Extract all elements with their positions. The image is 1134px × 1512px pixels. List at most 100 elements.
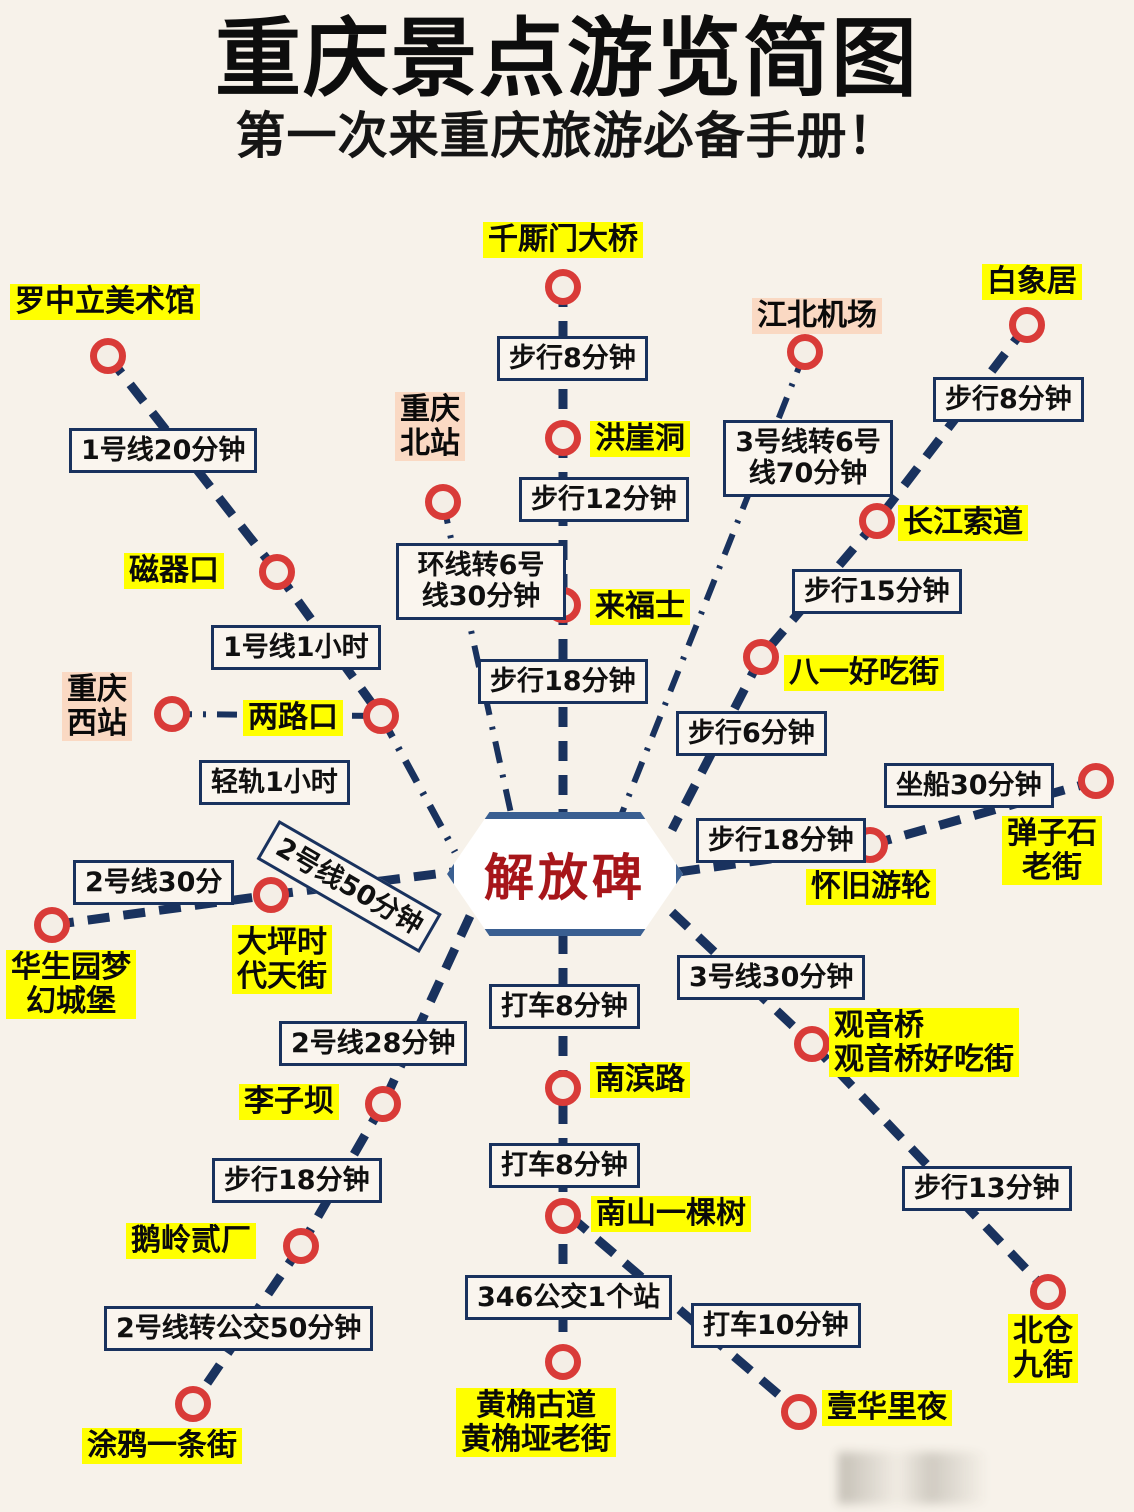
place-label-changjiang[interactable]: 长江索道 [898,505,1028,541]
title-block: 重庆景点游览简图 第一次来重庆旅游必备手册！ [0,14,1134,163]
place-label-yihuali[interactable]: 壹华里夜 [822,1390,952,1426]
place-label-huashengyuan-line1: 华生园梦 [11,950,131,985]
hub-jiefangbei[interactable]: 解放碑 [447,812,683,936]
line-bayi-hub [667,654,766,833]
place-label-jiangbei[interactable]: 江北机场 [752,298,882,334]
station-node-guanyinqiao[interactable] [794,1026,830,1062]
edge-label-liziba-hub: 2号线28分钟 [279,1021,468,1067]
place-label-huashengyuan-line2: 幻城堡 [11,984,131,1019]
place-label-daping[interactable]: 大坪时 代天街 [232,925,332,995]
place-label-luozhongli[interactable]: 罗中立美术馆 [10,284,200,320]
place-label-danzishi-line2: 老街 [1007,850,1097,885]
station-node-beizhan[interactable] [425,484,461,520]
line-baixiangju-changjiang [873,322,1031,524]
edge-label-raffles-hub: 步行18分钟 [478,659,648,705]
edge-label-jiangbei-hub: 3号线转6号 线70分钟 [723,420,893,497]
place-label-daping-line1: 大坪时 [237,925,327,960]
place-label-baixiangju[interactable]: 白象居 [982,264,1082,300]
station-node-nanshan[interactable] [545,1198,581,1234]
place-label-nanbinlu[interactable]: 南滨路 [590,1062,690,1098]
edge-label-baixiangju-changjiang: 步行8分钟 [933,377,1084,423]
edge-label-eling-liziba: 步行18分钟 [212,1158,382,1204]
station-node-huangjue[interactable] [545,1344,581,1380]
edge-label-hongyadong-raffles: 步行12分钟 [519,477,689,523]
edge-label-nanbinlu-nanshan: 打车8分钟 [489,1143,640,1189]
place-label-raffles[interactable]: 来福士 [590,589,690,625]
edge-label-beizhan-hub: 环线转6号 线30分钟 [396,543,566,620]
edge-label-nanshan-yihuali: 打车10分钟 [691,1303,861,1349]
edge-label-nanshan-huangjue: 346公交1个站 [465,1275,673,1321]
station-node-ciqikou[interactable] [259,554,295,590]
station-node-jiangbei[interactable] [787,334,823,370]
edge-label-huasheng-daping: 2号线30分 [73,860,235,906]
station-node-elingerchang[interactable] [283,1228,319,1264]
station-node-luozhongli[interactable] [90,338,126,374]
place-label-guanyinqiao-line1: 观音桥 [834,1009,1014,1043]
hub-label: 解放碑 [484,848,646,907]
place-label-guanyinqiao[interactable]: 观音桥 观音桥好吃街 [829,1008,1019,1078]
place-label-lianglukou[interactable]: 两路口 [243,700,343,736]
place-label-danzishi[interactable]: 弹子石 老街 [1002,816,1102,886]
place-label-beizhan-line2: 北站 [400,425,460,461]
edge-label-beizhan-hub-line1: 环线转6号 [417,550,545,581]
station-node-tuya[interactable] [175,1386,211,1422]
place-label-beizhan-line1: 重庆 [400,392,460,427]
place-label-huangjue-line2: 黄桷垭老街 [461,1421,611,1457]
edge-label-huaijiu-hub: 步行18分钟 [696,818,866,864]
station-node-bayi[interactable] [743,639,779,675]
station-node-daping[interactable] [253,877,289,913]
place-label-huangjue[interactable]: 黄桷古道 黄桷垭老街 [456,1388,616,1458]
line-huaijiu-danzishi [868,776,1098,850]
edge-label-tuya-eling: 2号线转公交50分钟 [104,1306,374,1352]
edge-label-guanyinqiao-beicang: 步行13分钟 [902,1166,1072,1212]
place-label-qiansimen[interactable]: 千厮门大桥 [483,222,643,258]
place-label-hongyadong[interactable]: 洪崖洞 [590,421,690,457]
edge-label-jiangbei-hub-line1: 3号线转6号 [735,427,881,458]
place-label-beicang-line2: 九街 [1013,1347,1073,1383]
edge-label-xizhan-lianglukou: 轻轨1小时 [199,760,350,806]
edge-label-qiansimen-hongyadong: 步行8分钟 [497,336,648,382]
line-huasheng-daping [51,890,272,930]
station-node-xizhan[interactable] [154,696,190,732]
place-label-xizhan[interactable]: 重庆 西站 [62,672,132,742]
station-node-nanbinlu[interactable] [545,1070,581,1106]
station-node-danzishi[interactable] [1078,763,1114,799]
place-label-daping-line2: 代天街 [237,958,327,994]
station-node-huashengyuan[interactable] [34,907,70,943]
edge-label-beizhan-hub-line2: 线30分钟 [421,581,541,613]
line-eling-tuya [189,1243,305,1407]
place-label-nanshan[interactable]: 南山一棵树 [591,1196,751,1232]
place-label-xizhan-line1: 重庆 [67,672,127,707]
station-node-beicang[interactable] [1030,1274,1066,1310]
place-label-beicang-line1: 北仓 [1013,1314,1073,1349]
place-label-ciqikou[interactable]: 磁器口 [124,553,224,589]
station-node-liziba[interactable] [365,1086,401,1122]
place-label-xizhan-line2: 西站 [67,705,127,741]
station-node-changjiang[interactable] [859,503,895,539]
page-subtitle: 第一次来重庆旅游必备手册！ [235,107,899,166]
place-label-huashengyuan[interactable]: 华生园梦 幻城堡 [6,950,136,1020]
station-node-baixiangju[interactable] [1009,307,1045,343]
edge-label-hub-nanbinlu: 打车8分钟 [489,984,640,1030]
place-label-tuya[interactable]: 涂鸦一条街 [82,1428,242,1464]
place-label-bayi[interactable]: 八一好吃街 [784,655,944,691]
edge-label-luozhongli-ciqikou: 1号线20分钟 [69,428,258,474]
station-node-yihuali[interactable] [781,1394,817,1430]
place-label-danzishi-line1: 弹子石 [1007,816,1097,851]
place-label-guanyinqiao-line2: 观音桥好吃街 [834,1041,1014,1077]
edge-label-hub-guanyinqiao: 3号线30分钟 [677,955,866,1001]
station-node-qiansimen[interactable] [545,269,581,305]
place-label-huaijiu[interactable]: 怀旧游轮 [806,869,936,905]
line-luozhongli-ciqikou [104,353,281,575]
place-label-beicang[interactable]: 北仓 九街 [1008,1314,1078,1384]
station-node-hongyadong[interactable] [545,420,581,456]
place-label-liziba[interactable]: 李子坝 [239,1084,339,1120]
hub-hexagon-shape [447,812,683,936]
place-label-elingerchang[interactable]: 鹅岭贰厂 [126,1223,256,1259]
place-label-beizhan[interactable]: 重庆 北站 [395,392,465,462]
line-hub-guanyinqiao [668,908,816,1048]
station-node-lianglukou[interactable] [363,698,399,734]
edge-label-bayi-hub: 步行6分钟 [676,711,827,757]
edge-label-danzishi-huaijiu: 坐船30分钟 [884,763,1054,809]
